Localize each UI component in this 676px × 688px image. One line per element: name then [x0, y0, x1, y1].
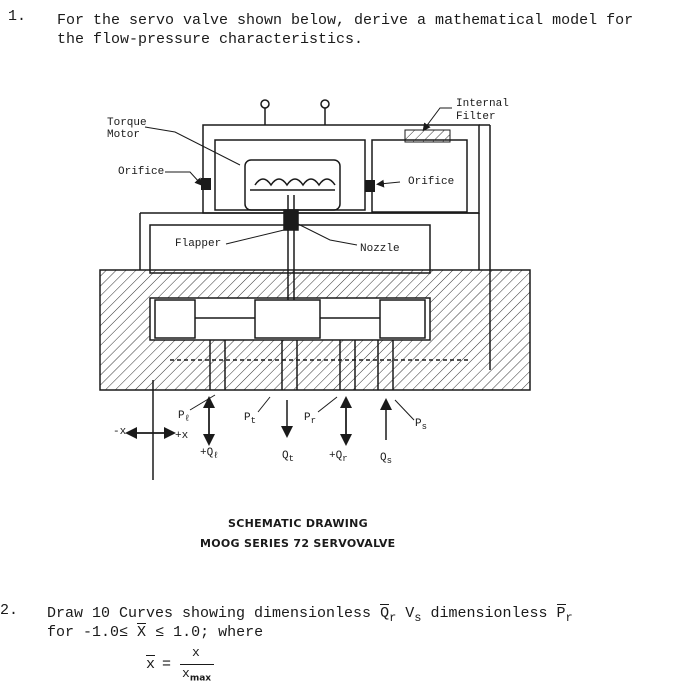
label-p-return-sub: r [310, 416, 317, 427]
question-2-text-line1: Draw 10 Curves showing dimensionless Qr … [47, 604, 573, 628]
question-2-number: 2. [0, 602, 19, 619]
question-2-text-b: dimensionless [421, 605, 557, 622]
label-internal: Internal [456, 98, 509, 110]
label-p-load-sub: ℓ [184, 414, 191, 425]
upper-housing [139, 124, 491, 370]
equation-lhs: x [146, 655, 156, 673]
label-p-tank-sub: t [250, 416, 257, 427]
torque-motor [244, 159, 341, 211]
label-q-supply-sub: s [386, 456, 393, 467]
spool-lands [154, 299, 426, 339]
ports [170, 340, 470, 390]
question-2-text-a: Draw 10 Curves showing dimensionless [47, 605, 381, 622]
le-symbol-1: ≤ [119, 624, 129, 641]
flapper-rod [283, 195, 299, 320]
leader-lines [144, 107, 452, 421]
equation-fraction-bar [180, 664, 214, 665]
equation-denominator: xmax [182, 666, 211, 684]
label-flapper: Flapper [175, 238, 222, 250]
label-torque: Torque [107, 117, 147, 129]
label-nozzle: Nozzle [360, 243, 400, 255]
label-q-return: +Qr [329, 450, 348, 464]
q-bar-symbol: Q [380, 604, 390, 622]
label-q-supply: Qs [380, 452, 392, 466]
p-bar-sub: r [565, 611, 573, 625]
q-bar-sub: r [389, 611, 397, 625]
question-2-range-a: for -1.0 [47, 624, 120, 641]
torque-motor-terminals [260, 99, 330, 125]
question-2-range-b: 1.0; where [164, 624, 264, 641]
label-q-tank-sub: t [288, 454, 295, 465]
label-p-tank-symbol: P [244, 412, 251, 424]
servovalve-schematic [99, 99, 531, 480]
label-q-return-sub: r [342, 454, 348, 465]
equation-numerator: x [192, 645, 200, 660]
label-filter: Filter [456, 111, 496, 123]
figure-caption-line2: MOOG SERIES 72 SERVOVALVE [200, 537, 396, 550]
vs-sub: s [414, 611, 422, 625]
label-q-load-symbol: +Q [200, 447, 214, 459]
label-q-load-sub: ℓ [213, 451, 219, 462]
label-motor: Motor [107, 129, 141, 141]
question-2-text-line2: for -1.0≤ X ≤ 1.0; where [47, 623, 263, 642]
label-q-tank-symbol: Q [282, 450, 289, 462]
orifice-right [365, 180, 375, 192]
flow-arrows [125, 380, 392, 480]
label-p-load: Pℓ [178, 410, 190, 424]
internal-filter [404, 129, 451, 143]
label-q-load: +Qℓ [200, 447, 219, 461]
question-1-text-line1: For the servo valve shown below, derive … [57, 12, 634, 29]
question-1-text-line2: the flow-pressure characteristics. [57, 31, 364, 48]
label-q-return-symbol: +Q [329, 450, 343, 462]
figure-caption-line1: SCHEMATIC DRAWING [228, 517, 369, 530]
equation-denominator-sub: max [189, 673, 212, 684]
x-bar-symbol: X [137, 623, 147, 641]
label-plus-x: +x [175, 430, 189, 442]
orifice-left [201, 178, 211, 190]
vs-text: V [396, 605, 415, 622]
label-orifice-right: Orifice [408, 176, 455, 188]
equation-denominator-symbol: x [182, 666, 190, 681]
label-orifice-left: Orifice [118, 166, 165, 178]
label-p-supply-sub: s [421, 422, 428, 433]
p-bar-symbol: P [556, 604, 566, 622]
label-p-return-symbol: P [304, 412, 311, 424]
equation-equals: = [162, 656, 172, 673]
label-p-tank: Pt [244, 412, 256, 426]
question-1-number: 1. [8, 8, 27, 25]
label-p-return: Pr [304, 412, 316, 426]
label-q-tank: Qt [282, 450, 294, 464]
le-symbol-2: ≤ [155, 624, 165, 641]
label-p-supply-symbol: P [415, 418, 422, 430]
label-minus-x: -x [113, 426, 127, 438]
label-p-supply: Ps [415, 418, 427, 432]
label-p-load-symbol: P [178, 410, 185, 422]
label-q-supply-symbol: Q [380, 452, 387, 464]
equation-lhs-symbol: x [146, 655, 156, 673]
